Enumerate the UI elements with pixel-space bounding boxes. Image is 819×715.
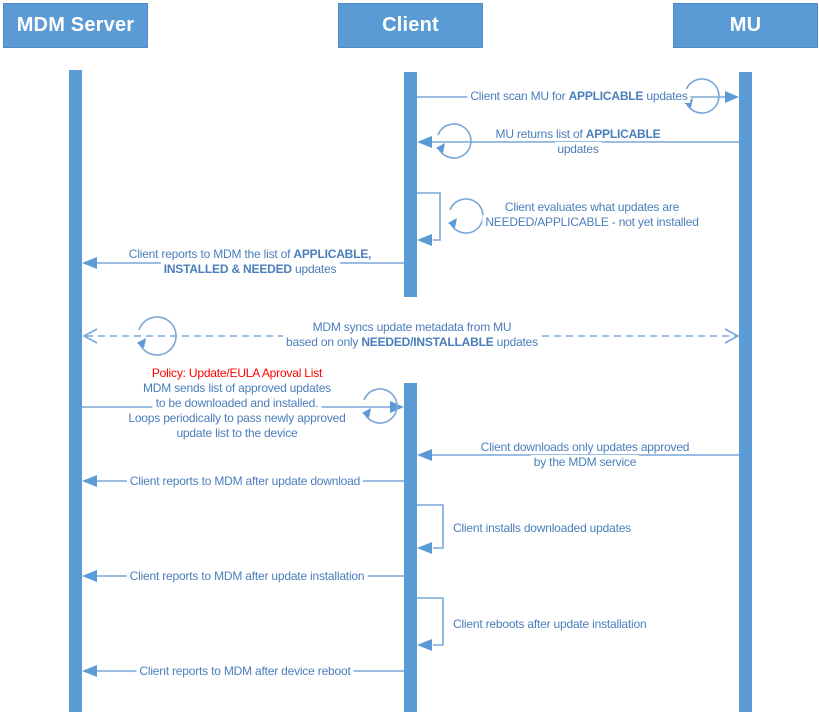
message-label-mu-returns: MU returns list of APPLICABLE updates <box>492 127 664 157</box>
message-label-report-reboot: Client reports to MDM after device reboo… <box>136 664 354 679</box>
loop-icon-approved-list <box>362 388 398 424</box>
actor-box-mu: MU <box>673 3 818 48</box>
actor-label-mu: MU <box>729 14 762 36</box>
lifeline-mu <box>739 72 752 712</box>
lifeline-client-lower <box>404 383 417 712</box>
message-label-policy: Policy: Update/EULA Aproval List MDM sen… <box>125 366 349 441</box>
message-label-reboots: Client reboots after update installation <box>450 617 650 632</box>
lifeline-client-upper <box>404 72 417 297</box>
message-label-report-download: Client reports to MDM after update downl… <box>126 474 364 489</box>
actor-label-client: Client <box>382 14 439 36</box>
loop-icon-scan <box>684 78 720 114</box>
message-label-reports-list: Client reports to MDM the list of APPLIC… <box>125 247 375 277</box>
self-arrow-client-installs <box>417 504 444 554</box>
actor-label-mdm-server: MDM Server <box>16 14 135 36</box>
self-arrow-client-reboots <box>417 597 444 651</box>
loop-icon-returns <box>436 123 472 159</box>
message-label-sync: MDM syncs update metadata from MU based … <box>283 320 541 350</box>
loop-icon-sync <box>137 316 177 356</box>
message-label-evaluates: Client evaluates what updates are NEEDED… <box>482 200 702 230</box>
self-arrow-client-evaluates <box>417 192 441 246</box>
message-label-report-install: Client reports to MDM after update insta… <box>126 569 368 584</box>
message-label-installs: Client installs downloaded updates <box>450 521 634 536</box>
actor-box-mdm-server: MDM Server <box>3 3 148 48</box>
loop-icon-evaluates <box>448 198 484 234</box>
lifeline-mdm-server <box>69 70 82 712</box>
message-label-scan: Client scan MU for APPLICABLE updates <box>467 89 691 104</box>
actor-box-client: Client <box>338 3 483 48</box>
message-label-downloads: Client downloads only updates approved b… <box>477 440 693 470</box>
